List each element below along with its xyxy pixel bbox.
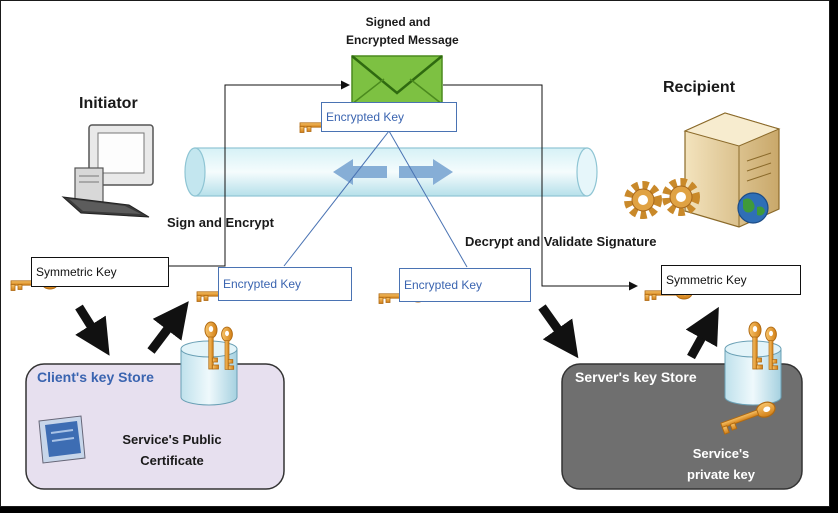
key-link-lines (283, 130, 468, 268)
client-encrypted-key-box: Encrypted Key (218, 267, 352, 301)
decrypt-connector (443, 84, 638, 291)
sign-encrypt-label: Sign and Encrypt (167, 215, 274, 230)
server-key-store-title: Server's key Store (575, 369, 697, 385)
decrypt-validate-label: Decrypt and Validate Signature (465, 234, 657, 249)
client-certificate-label: Service's Public Certificate (97, 429, 247, 471)
flow-arrows (75, 301, 719, 360)
diagram-graphics (10, 55, 803, 490)
server-private-key-label: Service's private key (671, 443, 771, 485)
diagram-frame: Signed and Encrypted Message Initiator R… (0, 0, 830, 507)
server-encrypted-key-box: Encrypted Key (399, 268, 531, 302)
server-private-key-line2: private key (687, 467, 755, 482)
client-key-store-title: Client's key Store (37, 369, 154, 385)
network-pipe (184, 147, 598, 197)
certificate-icon (38, 415, 86, 464)
server-db-icon (724, 321, 782, 406)
globe-icon (737, 192, 769, 224)
client-certificate-line1: Service's Public (122, 432, 222, 447)
recipient-title: Recipient (663, 79, 736, 96)
message-title-line2: Encrypted Message (346, 33, 459, 47)
server-symmetric-key-box: Symmetric Key (661, 265, 801, 295)
message-encrypted-key-box: Encrypted Key (321, 102, 457, 132)
message-title: Signed and Encrypted Message (346, 13, 459, 49)
client-db-icon (180, 321, 238, 406)
sign-encrypt-connector (169, 80, 350, 267)
server-private-key-line1: Service's (692, 446, 750, 461)
client-certificate-line2: Certificate (140, 453, 204, 468)
initiator-title: Initiator (79, 95, 138, 112)
message-title-line1: Signed and (365, 15, 431, 29)
client-symmetric-key-box: Symmetric Key (31, 257, 169, 287)
computer-icon (61, 124, 154, 218)
envelope-icon (351, 55, 443, 105)
